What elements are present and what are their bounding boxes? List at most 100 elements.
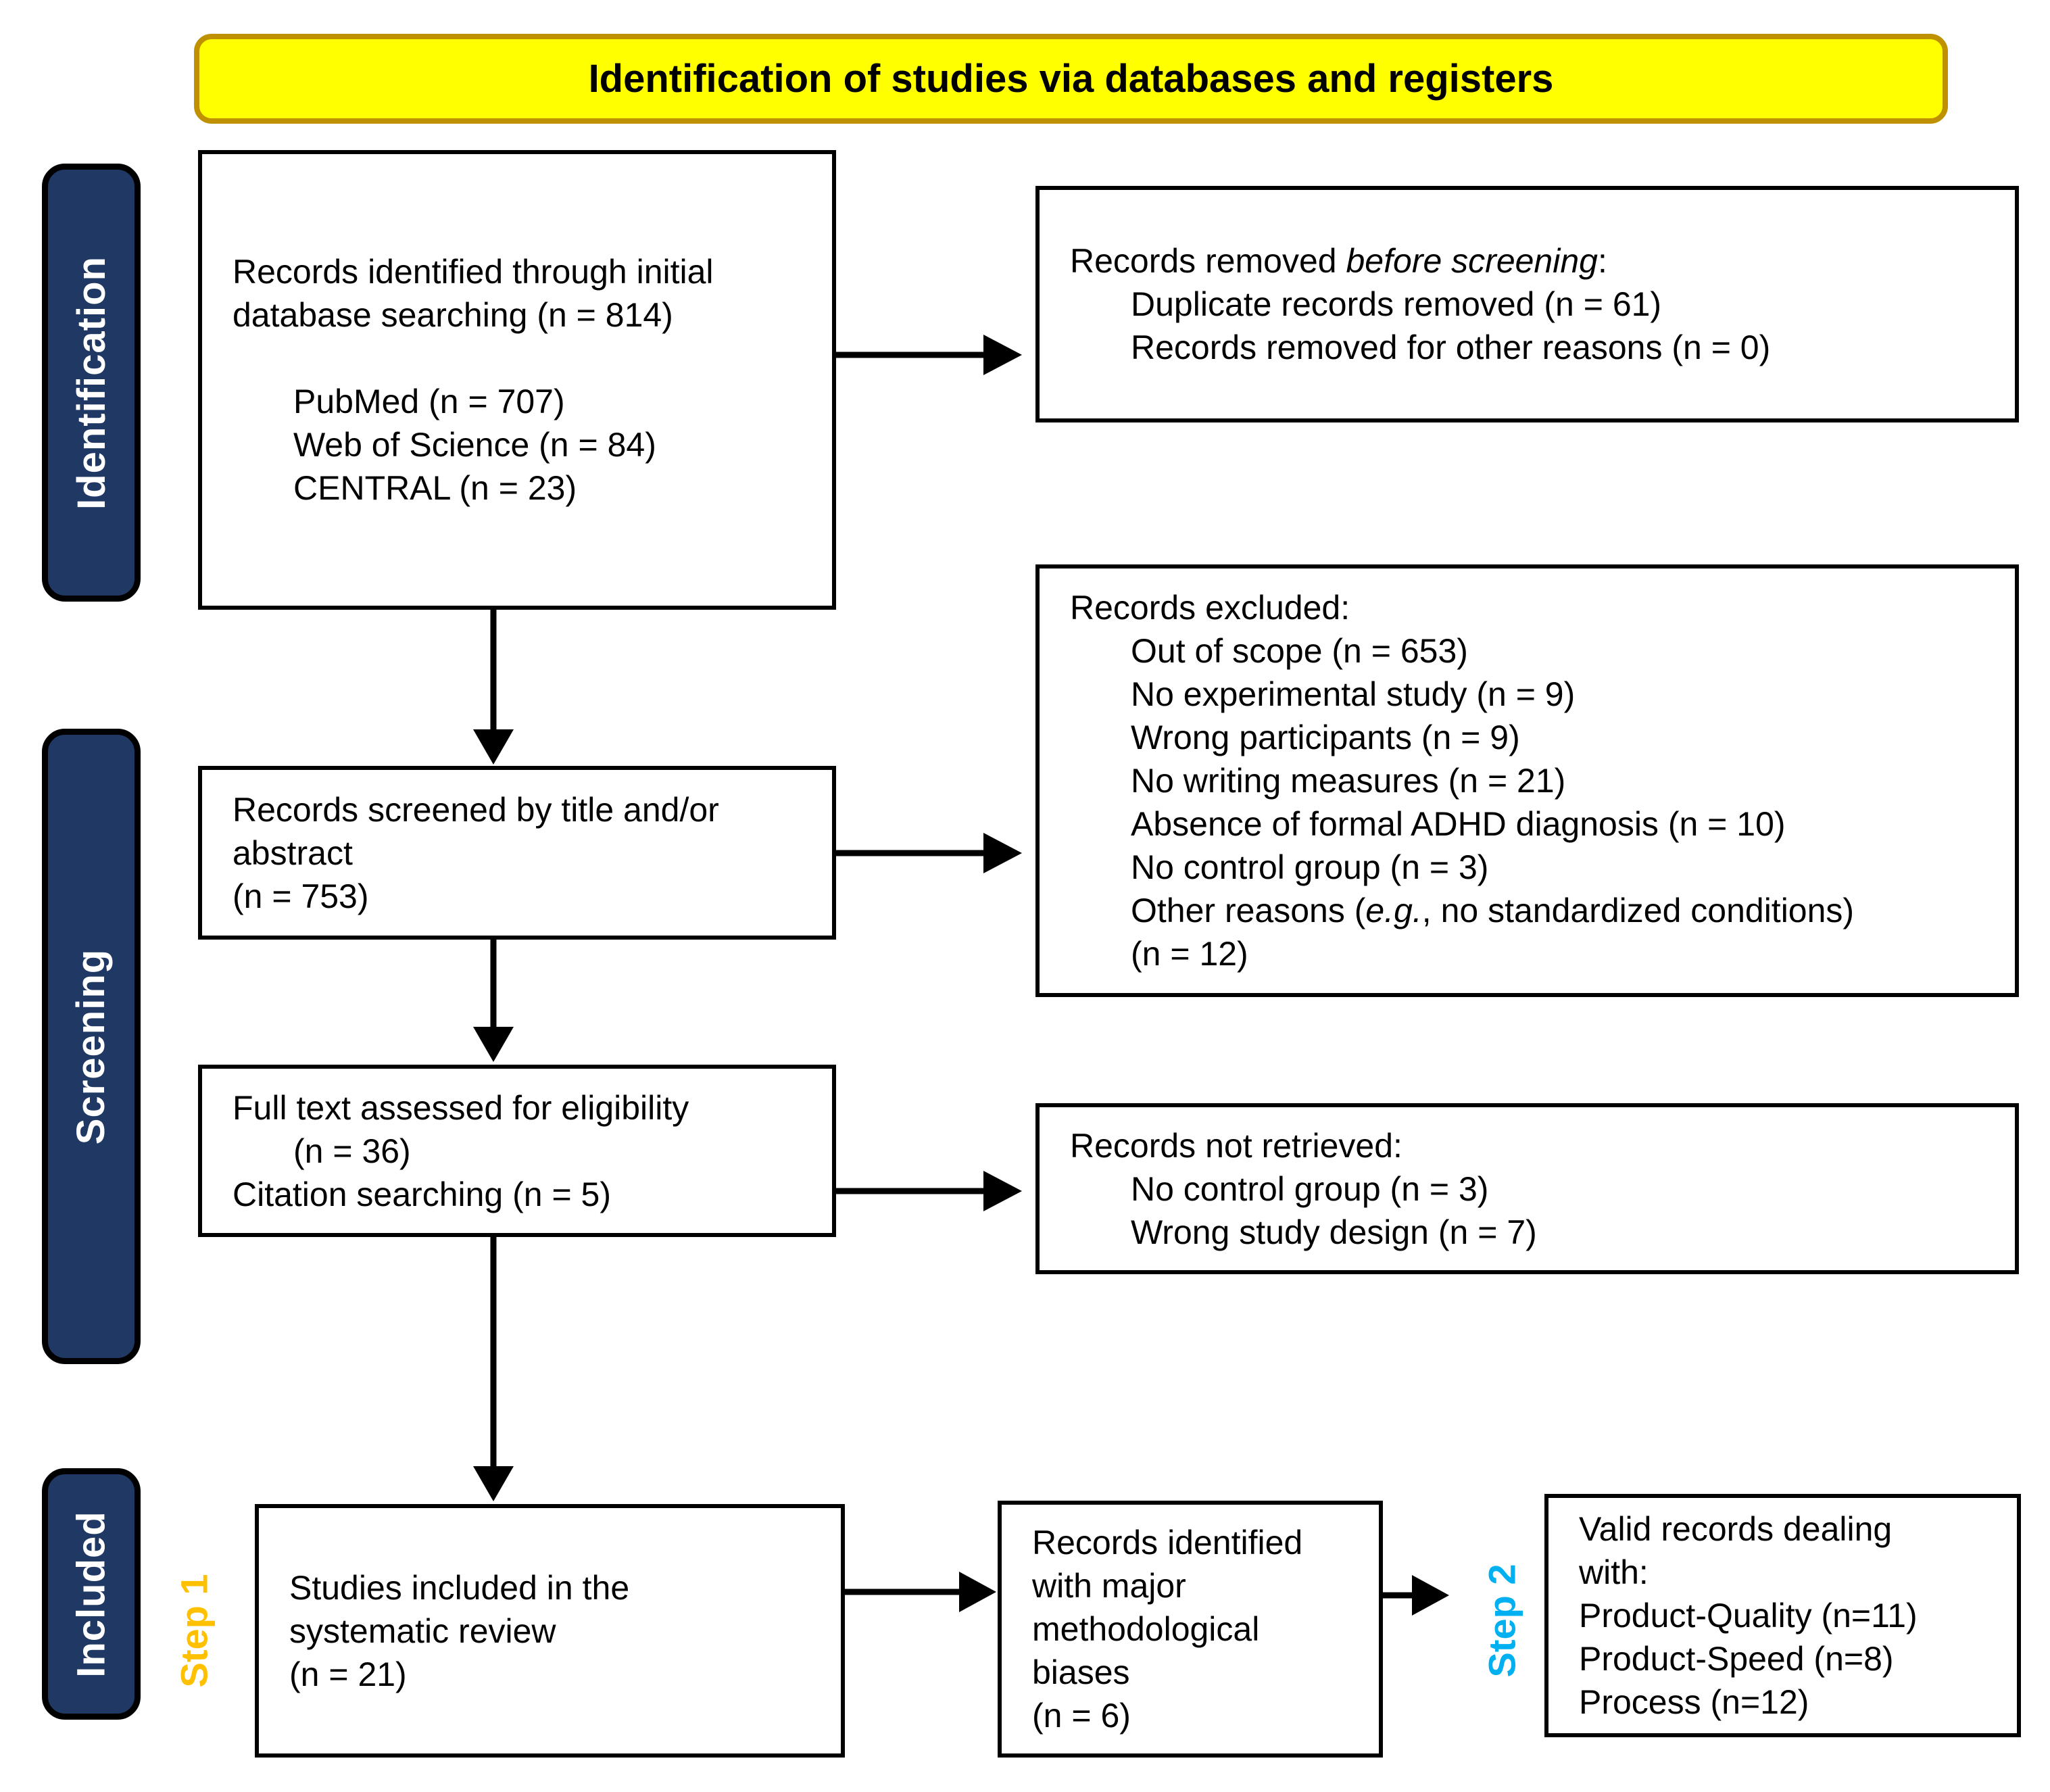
arrowhead-screened-to-fulltext xyxy=(473,1027,514,1062)
text-line: with: xyxy=(1579,1551,2000,1594)
text-line: Wrong study design (n = 7) xyxy=(1070,1211,1998,1254)
text-segment: Full text assessed for eligibility xyxy=(233,1088,689,1127)
box-valid-records: Valid records dealing with: Product-Qualit… xyxy=(1544,1494,2021,1737)
text-line: (n = 6) xyxy=(1032,1694,1362,1737)
text-line: Full text assessed for eligibility xyxy=(233,1086,815,1130)
text-segment: Records removed xyxy=(1070,242,1346,280)
text-line: Valid records dealing xyxy=(1579,1507,2000,1551)
text-line: PubMed (n = 707) xyxy=(233,380,815,423)
text-segment: Duplicate records removed (n = 61) xyxy=(1131,285,1662,323)
text-line: Process (n=12) xyxy=(1579,1680,2000,1724)
arrowhead-identified-to-screened xyxy=(473,729,514,765)
text-segment: Wrong study design (n = 7) xyxy=(1131,1213,1537,1251)
text-segment: : xyxy=(1597,242,1607,280)
text-line: (n = 36) xyxy=(233,1130,815,1173)
text-line: with major xyxy=(1032,1564,1362,1607)
stage-label-identification: Identification xyxy=(42,164,141,602)
text-line: Records excluded: xyxy=(1070,586,1998,629)
arrowhead-identified-to-removed xyxy=(983,335,1022,375)
box-full-text-assessed: Full text assessed for eligibility (n = 3… xyxy=(198,1065,836,1237)
text-segment: Wrong participants (n = 9) xyxy=(1131,719,1520,756)
text-segment: No experimental study (n = 9) xyxy=(1131,675,1576,713)
text-segment: Records identified xyxy=(1032,1524,1303,1561)
text-segment: with: xyxy=(1579,1553,1649,1591)
text-segment: Other reasons ( xyxy=(1131,892,1366,929)
arrowhead-fulltext-to-included xyxy=(473,1466,514,1501)
text-segment: Product-Quality (n=11) xyxy=(1579,1597,1918,1634)
text-line: Product-Quality (n=11) xyxy=(1579,1594,2000,1637)
text-segment: No control group (n = 3) xyxy=(1131,1169,1489,1208)
title-banner-label: Identification of studies via databases … xyxy=(588,57,1554,101)
text-segment: (n = 6) xyxy=(1032,1697,1131,1735)
text-line: Citation searching (n = 5) xyxy=(233,1173,815,1216)
text-segment: Out of scope (n = 653) xyxy=(1131,632,1468,670)
text-line: biases xyxy=(1032,1651,1362,1694)
box-records-screened: Records screened by title and/or abstract… xyxy=(198,766,836,940)
text-segment: , no standardized conditions) xyxy=(1421,892,1855,929)
text-segment: database searching (n = 814) xyxy=(233,296,673,334)
text-line: methodological xyxy=(1032,1607,1362,1651)
text-line: Records identified xyxy=(1032,1521,1362,1564)
step-1-label-text: Step 1 xyxy=(173,1574,216,1688)
stage-label-screening-text: Screening xyxy=(69,948,114,1144)
text-segment: abstract xyxy=(233,833,353,872)
arrowhead-included-to-biases xyxy=(959,1572,996,1612)
box-records-major-biases: Records identified with major methodologic… xyxy=(998,1501,1383,1758)
text-line: Studies included in the xyxy=(289,1566,824,1609)
text-line xyxy=(233,337,815,380)
text-segment: Valid records dealing xyxy=(1579,1510,1893,1548)
text-segment: (n = 36) xyxy=(293,1132,411,1170)
text-segment: with major xyxy=(1032,1567,1186,1605)
text-line: (n = 12) xyxy=(1070,932,1998,975)
step-2-label-text: Step 2 xyxy=(1481,1564,1523,1678)
text-line: (n = 21) xyxy=(289,1653,824,1696)
text-line: Records not retrieved: xyxy=(1070,1124,1998,1167)
text-line: No writing measures (n = 21) xyxy=(1070,759,1998,802)
text-line: Records removed before screening: xyxy=(1070,239,1998,283)
text-line: Other reasons (e.g., no standardized con… xyxy=(1070,889,1998,932)
text-segment: (n = 753) xyxy=(233,877,369,915)
arrowhead-biases-to-valid xyxy=(1412,1575,1449,1616)
text-line: Web of Science (n = 84) xyxy=(233,423,815,466)
title-banner: Identification of studies via databases … xyxy=(194,34,1948,124)
box-records-not-retrieved: Records not retrieved:No control group (… xyxy=(1035,1103,2019,1274)
arrowhead-screened-to-excluded xyxy=(983,833,1022,873)
text-line: No control group (n = 3) xyxy=(1070,846,1998,889)
text-segment: methodological xyxy=(1032,1610,1260,1648)
text-segment: Studies included in the xyxy=(289,1568,630,1607)
stage-label-included: Included xyxy=(42,1468,141,1720)
text-line: database searching (n = 814) xyxy=(233,293,815,337)
text-segment: Process (n=12) xyxy=(1579,1683,1809,1721)
text-segment: biases xyxy=(1032,1653,1130,1691)
text-line: Absence of formal ADHD diagnosis (n = 10… xyxy=(1070,802,1998,846)
step-1-label: Step 1 xyxy=(152,1514,237,1747)
text-segment: Records screened by title and/or xyxy=(233,790,719,829)
text-line: No control group (n = 3) xyxy=(1070,1167,1998,1211)
text-segment: Web of Science (n = 84) xyxy=(293,426,656,464)
text-segment: No control group (n = 3) xyxy=(1131,848,1489,886)
stage-label-identification-text: Identification xyxy=(69,256,114,510)
text-line: CENTRAL (n = 23) xyxy=(233,466,815,510)
text-segment: CENTRAL (n = 23) xyxy=(293,469,577,507)
text-line: Out of scope (n = 653) xyxy=(1070,629,1998,673)
text-segment: Records removed for other reasons (n = 0… xyxy=(1131,329,1771,366)
text-line: (n = 753) xyxy=(233,875,815,918)
text-segment: (n = 12) xyxy=(1131,935,1248,973)
stage-label-screening: Screening xyxy=(42,729,141,1364)
text-line: No experimental study (n = 9) xyxy=(1070,673,1998,716)
text-segment: PubMed (n = 707) xyxy=(293,383,565,420)
text-segment: before screening xyxy=(1346,242,1598,280)
text-line: systematic review xyxy=(289,1609,824,1653)
text-line: Duplicate records removed (n = 61) xyxy=(1070,283,1998,326)
text-line: Wrong participants (n = 9) xyxy=(1070,716,1998,759)
stage-label-included-text: Included xyxy=(69,1510,114,1678)
text-segment: Citation searching (n = 5) xyxy=(233,1175,612,1213)
text-segment: Absence of formal ADHD diagnosis (n = 10… xyxy=(1131,805,1786,843)
text-segment: Product-Speed (n=8) xyxy=(1579,1640,1894,1678)
text-line: abstract xyxy=(233,831,815,875)
text-line: Records identified through initial xyxy=(233,250,815,293)
step-2-label: Step 2 xyxy=(1460,1504,1544,1737)
